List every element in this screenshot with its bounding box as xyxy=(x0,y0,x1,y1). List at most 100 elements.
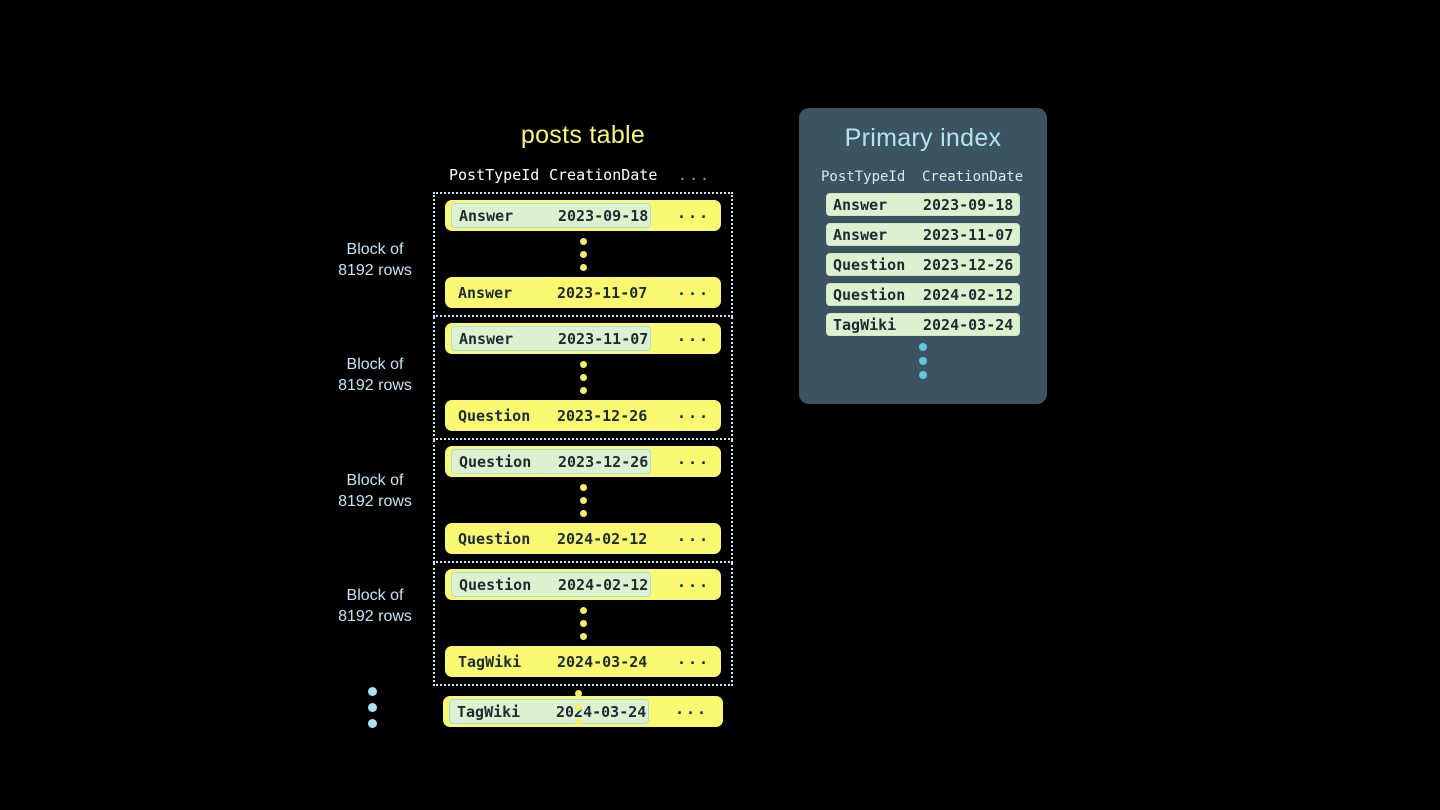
table-row: TagWiki 2024-03-24 ... xyxy=(445,646,721,677)
table-row: Answer 2023-09-18 ... xyxy=(445,200,721,231)
cell-posttypeid: TagWiki xyxy=(458,652,522,671)
block-continuation-dots xyxy=(368,687,377,728)
block-label-3: Block of 8192 rows xyxy=(338,472,412,510)
cell-posttypeid: Question xyxy=(459,575,532,594)
cell-ellipsis: ... xyxy=(677,527,711,545)
cell-creationdate: 2024-03-24 xyxy=(557,652,648,671)
dot-icon xyxy=(579,632,587,640)
column-header-creationdate: CreationDate xyxy=(549,166,658,184)
table-row: Answer 2023-11-07 ... xyxy=(445,323,721,354)
dot-icon xyxy=(368,703,377,712)
index-cell-creationdate: 2024-02-12 xyxy=(923,286,1014,304)
dot-icon xyxy=(579,496,587,504)
vertical-ellipsis-dots xyxy=(435,231,731,277)
index-cell-creationdate: 2023-09-18 xyxy=(923,196,1014,214)
cell-creationdate: 2024-02-12 xyxy=(557,529,648,548)
dot-icon xyxy=(368,719,377,728)
spacer xyxy=(433,686,733,696)
cell-ellipsis: ... xyxy=(677,204,711,222)
dot-icon xyxy=(575,704,582,711)
table-row: Question 2023-12-26 ... xyxy=(445,400,721,431)
cell-creationdate: 2023-11-07 xyxy=(557,283,648,302)
cell-ellipsis: ... xyxy=(677,650,711,668)
cell-creationdate: 2024-03-24 xyxy=(556,702,647,721)
posts-table-title: posts table xyxy=(520,121,646,149)
table-block: Question 2024-02-12 ... TagWiki 2024-03-… xyxy=(433,563,733,686)
primary-index-panel: Primary index PostTypeId CreationDate An… xyxy=(799,108,1047,404)
index-cell-creationdate: 2024-03-24 xyxy=(923,316,1014,334)
row-key-highlight: Answer 2023-11-07 xyxy=(451,326,651,351)
table-block: Question 2023-12-26 ... Question 2024-02… xyxy=(433,440,733,563)
cell-posttypeid: Answer xyxy=(458,283,513,302)
index-cell-creationdate: 2023-11-07 xyxy=(923,226,1014,244)
dot-icon xyxy=(579,263,587,271)
index-row: Answer 2023-11-07 xyxy=(826,223,1020,246)
table-continuation-dots xyxy=(575,690,582,725)
cell-posttypeid: Answer xyxy=(459,206,514,225)
index-cell-posttypeid: Answer xyxy=(833,196,888,214)
index-cell-posttypeid: Question xyxy=(833,256,906,274)
table-block: Answer 2023-09-18 ... Answer 2023-11-07 … xyxy=(433,192,733,317)
row-key-highlight: Answer 2023-09-18 xyxy=(451,203,651,228)
vertical-ellipsis-dots xyxy=(435,600,731,646)
cell-creationdate: 2023-12-26 xyxy=(558,452,649,471)
cell-creationdate: 2023-09-18 xyxy=(558,206,649,225)
block-label-1: Block of 8192 rows xyxy=(338,241,412,279)
row-key-highlight: Question 2023-12-26 xyxy=(451,449,651,474)
dot-icon xyxy=(579,360,587,368)
table-row: Question 2024-02-12 ... xyxy=(445,569,721,600)
row-key-plain: TagWiki 2024-03-24 xyxy=(451,649,651,674)
table-row-trailing: TagWiki 2024-03-24 ... xyxy=(443,696,723,727)
dot-icon xyxy=(579,373,587,381)
dot-icon xyxy=(579,606,587,614)
row-key-plain: Answer 2023-11-07 xyxy=(451,280,651,305)
index-column-header-posttypeid: PostTypeId xyxy=(821,169,906,185)
dot-icon xyxy=(579,386,587,394)
dot-icon xyxy=(579,483,587,491)
dot-icon xyxy=(919,343,927,351)
table-row: Question 2024-02-12 ... xyxy=(445,523,721,554)
index-row: Answer 2023-09-18 xyxy=(826,193,1020,216)
column-header-ellipsis: ... xyxy=(678,166,712,184)
cell-ellipsis: ... xyxy=(677,450,711,468)
cell-ellipsis: ... xyxy=(675,700,709,718)
cell-ellipsis: ... xyxy=(677,404,711,422)
cell-posttypeid: Question xyxy=(458,406,531,425)
posts-table-column-headers: PostTypeId CreationDate ... xyxy=(433,166,733,192)
table-row: Answer 2023-11-07 ... xyxy=(445,277,721,308)
dot-icon xyxy=(575,690,582,697)
index-cell-posttypeid: TagWiki xyxy=(833,316,897,334)
cell-posttypeid: TagWiki xyxy=(457,702,521,721)
row-key-plain: Question 2023-12-26 xyxy=(451,403,651,428)
vertical-ellipsis-dots xyxy=(435,477,731,523)
index-continuation-dots xyxy=(799,343,1047,379)
table-row: Question 2023-12-26 ... xyxy=(445,446,721,477)
cell-posttypeid: Question xyxy=(458,529,531,548)
primary-index-column-headers: PostTypeId CreationDate xyxy=(799,169,1047,193)
dot-icon xyxy=(919,371,927,379)
row-key-highlight: Question 2024-02-12 xyxy=(451,572,651,597)
dot-icon xyxy=(579,619,587,627)
dot-icon xyxy=(579,250,587,258)
posts-table: posts table PostTypeId CreationDate ... … xyxy=(433,118,733,727)
cell-ellipsis: ... xyxy=(677,327,711,345)
cell-creationdate: 2023-12-26 xyxy=(557,406,648,425)
cell-posttypeid: Question xyxy=(459,452,532,471)
index-cell-creationdate: 2023-12-26 xyxy=(923,256,1014,274)
dot-icon xyxy=(575,718,582,725)
cell-ellipsis: ... xyxy=(677,281,711,299)
vertical-ellipsis-dots xyxy=(435,354,731,400)
index-row: Question 2023-12-26 xyxy=(826,253,1020,276)
cell-posttypeid: Answer xyxy=(459,329,514,348)
cell-ellipsis: ... xyxy=(677,573,711,591)
dot-icon xyxy=(579,509,587,517)
table-block: Answer 2023-11-07 ... Question 2023-12-2… xyxy=(433,317,733,440)
row-key-highlight: TagWiki 2024-03-24 xyxy=(449,699,649,724)
dot-icon xyxy=(919,357,927,365)
dot-icon xyxy=(368,687,377,696)
column-header-posttypeid: PostTypeId xyxy=(449,166,540,184)
index-row: Question 2024-02-12 xyxy=(826,283,1020,306)
row-key-plain: Question 2024-02-12 xyxy=(451,526,651,551)
index-cell-posttypeid: Question xyxy=(833,286,906,304)
primary-index-title: Primary index xyxy=(844,124,1002,152)
